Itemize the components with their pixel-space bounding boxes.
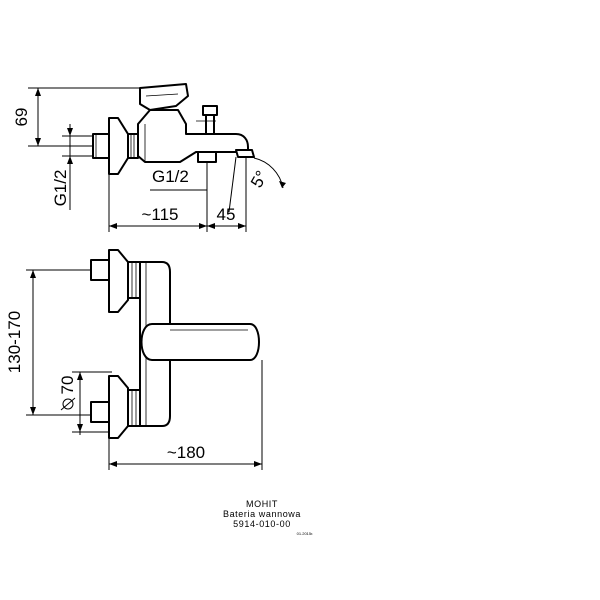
dim-width-total: ~180 [167, 443, 205, 462]
title-block: MOHIT Bateria wannowa 5914-010-00 01.201… [223, 499, 313, 536]
side-view: 69 G1/2 G1/2 [12, 83, 286, 232]
product-code: 5914-010-00 [233, 519, 291, 529]
dim-height-69: 69 [12, 108, 31, 127]
product-name: MOHIT [246, 499, 278, 509]
dim-length-spout: 45 [217, 205, 236, 224]
dim-diameter: 70 [58, 376, 77, 395]
product-description: Bateria wannowa [223, 509, 301, 519]
dim-thread-bottom: G1/2 [152, 167, 189, 186]
front-view: 130-170 70 ~18 [5, 249, 263, 470]
diameter-symbol [60, 397, 76, 411]
drawing-date: 01.2015r. [297, 531, 314, 536]
dim-length-body: ~115 [141, 205, 178, 224]
dim-angle: 5° [247, 167, 272, 191]
dim-height-range: 130-170 [5, 311, 24, 373]
dim-thread-left: G1/2 [51, 170, 70, 207]
